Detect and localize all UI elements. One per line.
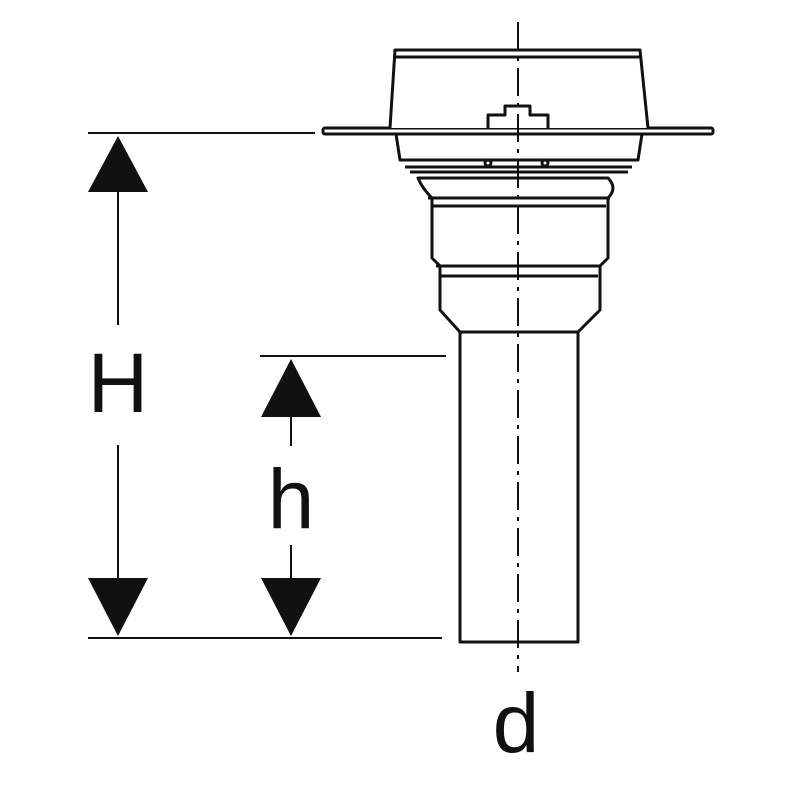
h-arrow-up: [261, 359, 321, 417]
dimension-total-height: [88, 132, 442, 639]
d-label: d: [493, 676, 540, 770]
outlet-body: [416, 176, 615, 644]
H-arrow-down: [88, 578, 148, 636]
H-arrow-up: [88, 136, 148, 192]
collar-rivet-right: [540, 158, 550, 168]
h-label: h: [268, 452, 315, 546]
h-arrow-down: [261, 578, 321, 636]
H-label: H: [88, 336, 149, 430]
dimension-pipe-height: [260, 355, 446, 636]
collar-rivet-left: [483, 158, 493, 168]
